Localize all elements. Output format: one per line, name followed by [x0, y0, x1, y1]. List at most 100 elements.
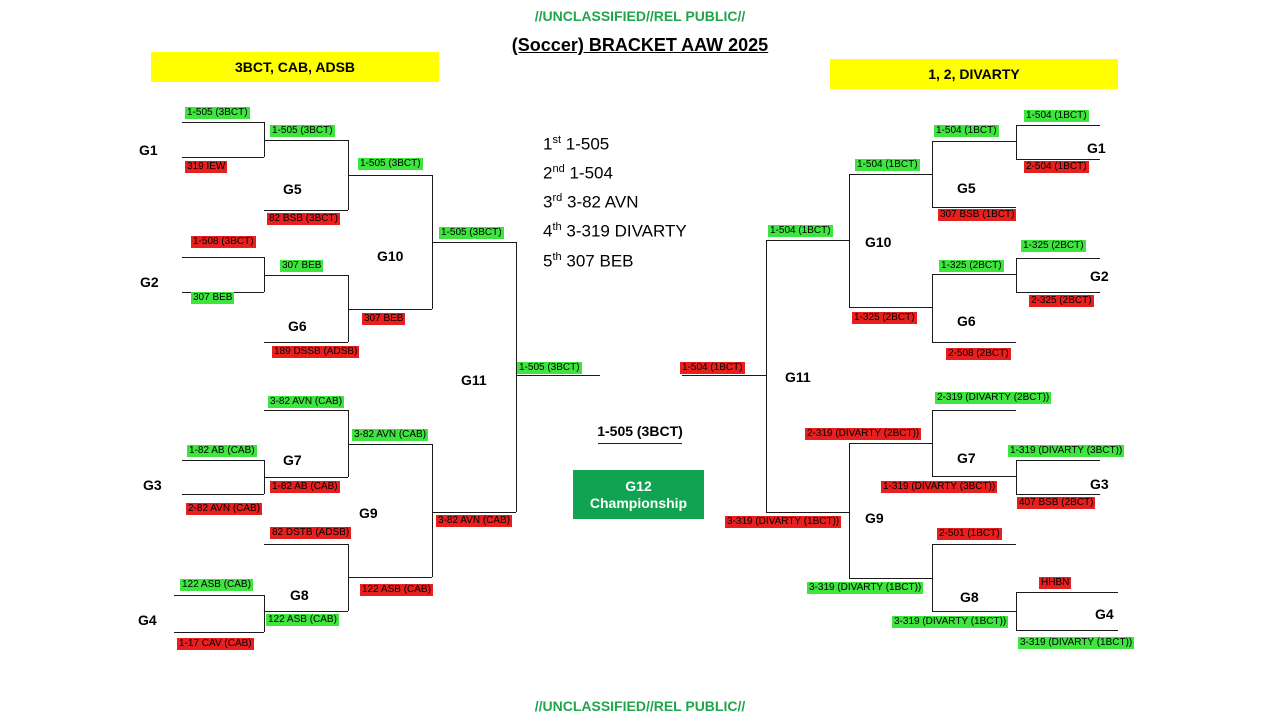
champion-name: 1-505 (3BCT)	[597, 423, 683, 439]
championship-label: Championship	[589, 494, 688, 511]
bracket-line	[1016, 460, 1100, 461]
bracket-line	[849, 307, 932, 308]
team-tag-loser: HHBN	[1039, 577, 1072, 589]
bracket-line	[348, 410, 349, 477]
bracket-line	[932, 207, 1016, 208]
bracket-line	[1016, 125, 1017, 159]
bracket-line	[849, 174, 932, 175]
game-label-right-g8: G8	[960, 589, 979, 605]
champion-line	[598, 443, 682, 444]
bracket-line	[932, 274, 933, 342]
standing-3: 3rd 3-82 AVN	[543, 192, 639, 212]
game-label-left-g5: G5	[283, 181, 302, 197]
bracket-line	[348, 444, 432, 445]
game-label-right-g4: G4	[1095, 606, 1114, 622]
championship-box: G12 Championship	[573, 470, 704, 519]
team-tag-winner: 1-504 (1BCT)	[855, 159, 920, 171]
team-tag-loser: 2-508 (2BCT)	[946, 348, 1011, 360]
left-bracket-header: 3BCT, CAB, ADSB	[151, 52, 439, 82]
bracket-line	[264, 595, 265, 632]
team-tag-loser: 3-319 (DIVARTY (1BCT))	[725, 516, 842, 528]
team-tag-winner: 3-319 (DIVARTY (1BCT))	[892, 616, 1009, 628]
team-tag-winner: 1-505 (3BCT)	[270, 125, 335, 137]
bracket-line	[264, 611, 348, 612]
bracket-line	[1016, 592, 1017, 630]
bracket-line	[766, 240, 849, 241]
bracket-line	[1016, 460, 1017, 494]
bracket-line	[182, 157, 264, 158]
team-tag-loser: 407 BSB (2BCT)	[1017, 497, 1096, 509]
team-tag-winner: 3-82 AVN (CAB)	[352, 429, 429, 441]
game-label-left-g2: G2	[140, 274, 159, 290]
team-tag-winner: 1-325 (2BCT)	[939, 260, 1004, 272]
team-tag-loser: 189 DSSB (ADSB)	[272, 346, 360, 358]
bracket-line	[932, 544, 933, 611]
bracket-line	[932, 410, 1016, 411]
bracket-line	[264, 477, 348, 478]
bracket-line	[264, 210, 348, 211]
bracket-line	[849, 443, 850, 578]
game-label-right-g3: G3	[1090, 476, 1109, 492]
classification-banner-bottom: //UNCLASSIFIED//REL PUBLIC//	[534, 698, 746, 714]
standing-4: 4th 3-319 DIVARTY	[543, 221, 687, 242]
team-tag-loser: 1-17 CAV (CAB)	[177, 638, 254, 650]
classification-banner-top: //UNCLASSIFIED//REL PUBLIC//	[534, 8, 746, 24]
bracket-line	[264, 140, 348, 141]
bracket-line	[516, 242, 517, 512]
game-label-right-g9: G9	[865, 510, 884, 526]
bracket-line	[1016, 258, 1017, 292]
bracket-line	[182, 494, 264, 495]
bracket-line	[932, 274, 1016, 275]
bracket-line	[264, 410, 348, 411]
bracket-line	[516, 375, 600, 376]
team-tag-loser: 319 IEW	[185, 161, 228, 173]
team-tag-winner: 1-504 (1BCT)	[934, 125, 999, 137]
game-label-left-g7: G7	[283, 452, 302, 468]
game-label-right-g2: G2	[1090, 268, 1109, 284]
bracket-line	[264, 257, 265, 292]
team-tag-winner: 3-319 (DIVARTY (1BCT))	[807, 582, 924, 594]
bracket-line	[932, 342, 1016, 343]
team-tag-winner: 1-504 (1BCT)	[768, 225, 833, 237]
team-tag-winner: 1-505 (3BCT)	[185, 107, 250, 119]
team-tag-loser: 122 ASB (CAB)	[360, 584, 433, 596]
bracket-line	[1016, 494, 1100, 495]
bracket-line	[849, 174, 850, 307]
bracket-line	[348, 275, 349, 342]
team-tag-loser: 307 BEB	[362, 313, 406, 325]
team-tag-winner: 1-504 (1BCT)	[1024, 110, 1089, 122]
bracket-line	[932, 476, 1016, 477]
team-tag-loser: 1-508 (3BCT)	[191, 236, 256, 248]
bracket-line	[348, 309, 432, 310]
team-tag-winner: 307 BEB	[280, 260, 324, 272]
bracket-line	[1016, 292, 1100, 293]
bracket-line	[766, 240, 767, 512]
right-bracket-header: 1, 2, DIVARTY	[830, 59, 1118, 89]
bracket-line	[932, 611, 1016, 612]
bracket-line	[182, 460, 264, 461]
team-tag-loser: 1-325 (2BCT)	[852, 312, 917, 324]
bracket-line	[1016, 258, 1100, 259]
game-label-right-g6: G6	[957, 313, 976, 329]
team-tag-loser: 82 BSB (3BCT)	[267, 213, 340, 225]
bracket-line	[682, 375, 766, 376]
game-label-left-g6: G6	[288, 318, 307, 334]
game-label-left-g10: G10	[377, 248, 404, 264]
team-tag-loser: 2-501 (1BCT)	[937, 528, 1002, 540]
standing-2: 2nd 1-504	[543, 163, 613, 183]
bracket-line	[264, 544, 348, 545]
bracket-line	[1016, 630, 1118, 631]
bracket-line	[932, 141, 933, 207]
bracket-line	[174, 595, 264, 596]
team-tag-winner: 1-505 (3BCT)	[358, 158, 423, 170]
team-tag-winner: 1-505 (3BCT)	[439, 227, 504, 239]
team-tag-winner: 307 BEB	[191, 292, 235, 304]
team-tag-finalist: 1-505 (3BCT)	[517, 362, 582, 374]
team-tag-winner: 3-319 (DIVARTY (1BCT))	[1018, 637, 1135, 649]
game-label-right-g1: G1	[1087, 140, 1106, 156]
team-tag-winner: 1-82 AB (CAB)	[187, 445, 257, 457]
game-label-left-g11: G11	[461, 372, 487, 388]
game-label-left-g3: G3	[143, 477, 162, 493]
team-tag-finalist: 1-504 (1BCT)	[680, 362, 745, 374]
bracket-line	[849, 443, 932, 444]
